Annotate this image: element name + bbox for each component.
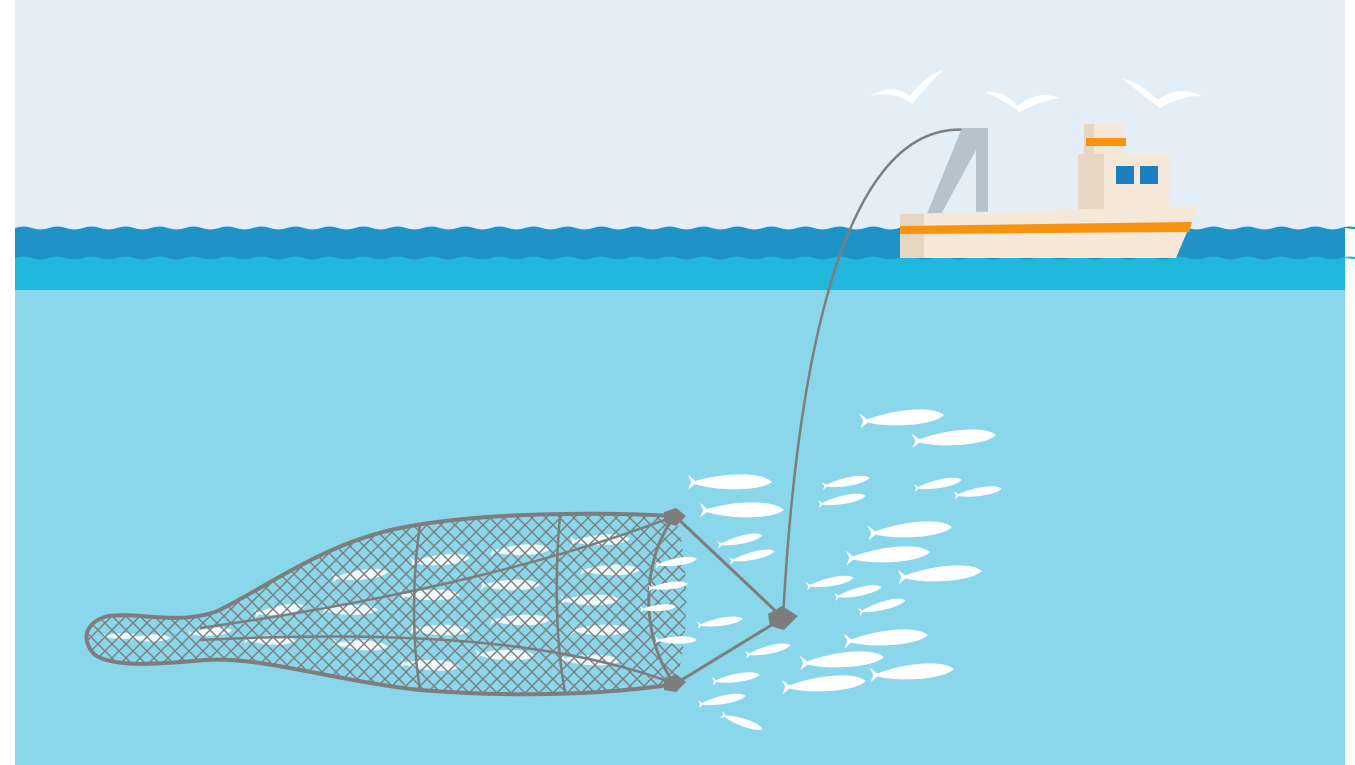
surface-wave-light <box>15 257 1355 291</box>
boat-window <box>1116 166 1134 184</box>
left-margin <box>0 0 15 765</box>
boat-window <box>1140 166 1158 184</box>
right-margin <box>1345 0 1355 765</box>
boat-mast-stripe <box>1086 138 1126 146</box>
